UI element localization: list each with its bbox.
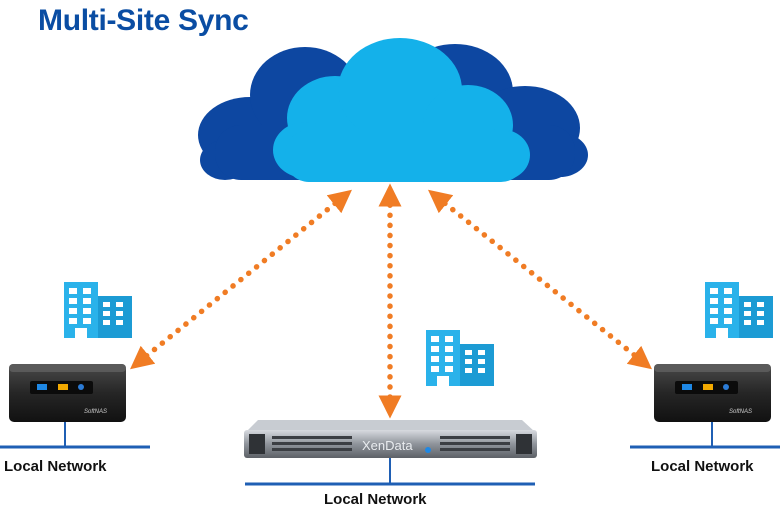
cloud-icon bbox=[198, 38, 588, 182]
rack-server-icon: XenData bbox=[244, 420, 537, 458]
device-badge: SoftNAS bbox=[84, 409, 107, 415]
sync-arrows bbox=[130, 183, 653, 419]
mini-pc-icon: SoftNAS bbox=[9, 364, 126, 422]
sync-arrow-right bbox=[427, 189, 653, 370]
mini-pc-icon: SoftNAS bbox=[654, 364, 771, 422]
building-icon bbox=[64, 282, 132, 338]
building-icon bbox=[426, 330, 494, 386]
local-network-label-right: Local Network bbox=[651, 458, 754, 475]
device-badge: XenData bbox=[362, 438, 413, 453]
device-badge: SoftNAS bbox=[729, 409, 752, 415]
local-network-label-left: Local Network bbox=[4, 458, 107, 475]
building-icon bbox=[705, 282, 773, 338]
sync-arrow-left bbox=[130, 189, 352, 370]
local-network-label-center: Local Network bbox=[324, 491, 427, 508]
diagram-title: Multi-Site Sync bbox=[38, 4, 249, 37]
